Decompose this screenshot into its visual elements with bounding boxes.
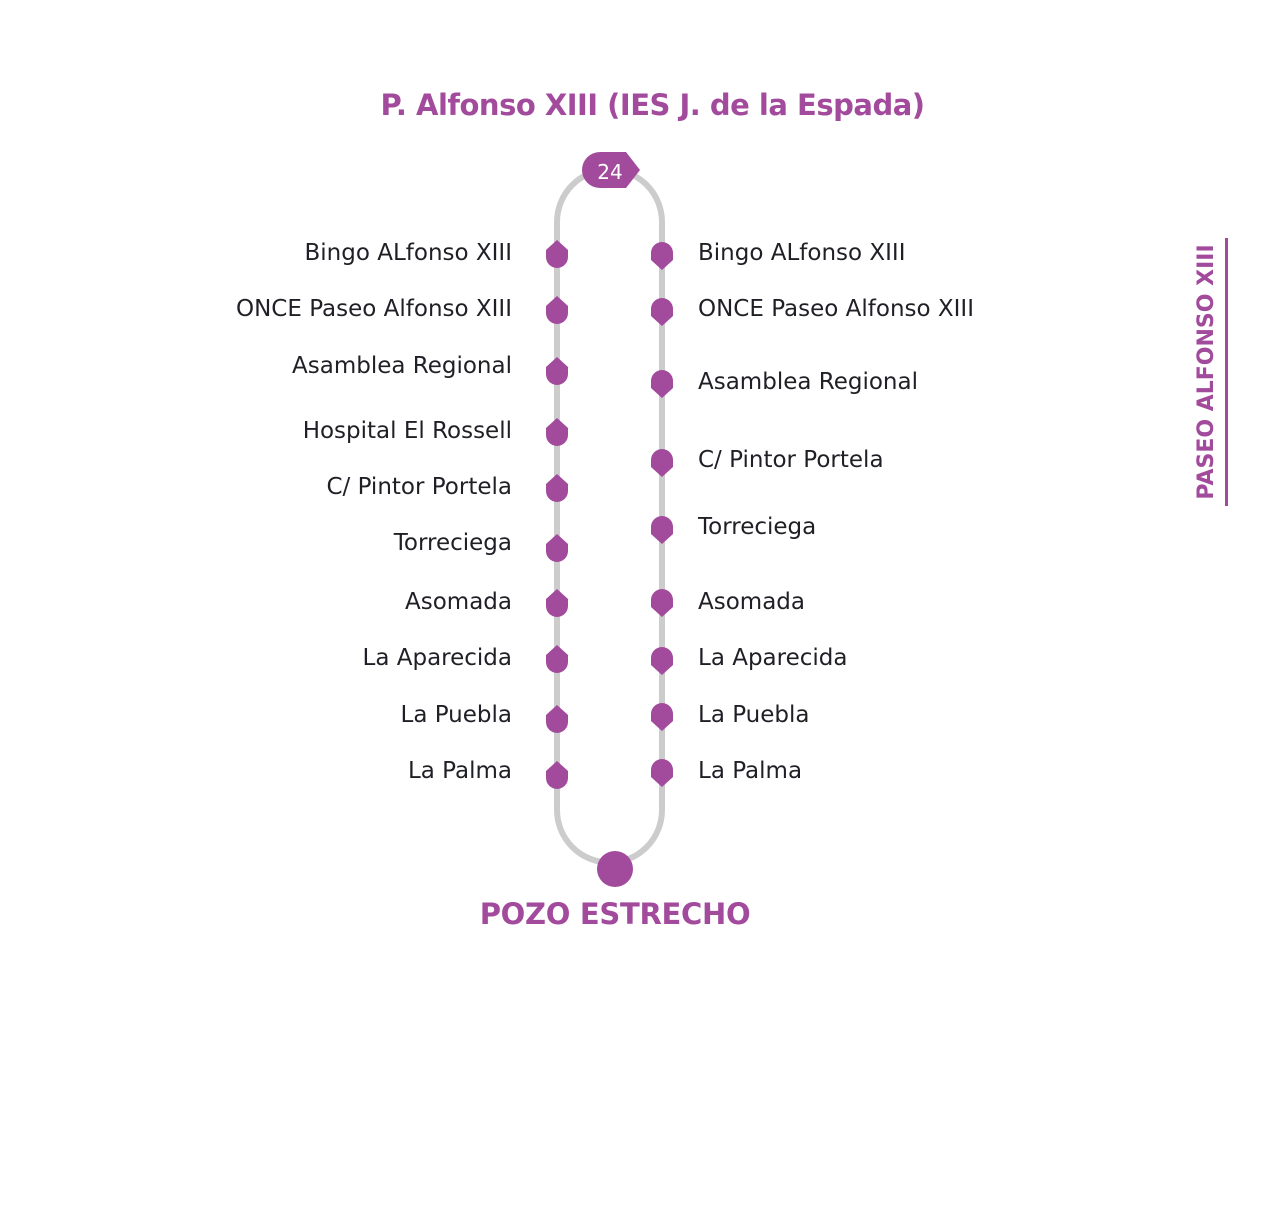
return-stop-label: ONCE Paseo Alfonso XIII (698, 296, 974, 322)
return-stop-label: Asomada (698, 589, 805, 615)
return-stop-label: Asamblea Regional (698, 369, 918, 395)
street-side-label: PASEO ALFONSO XIII (1194, 244, 1219, 500)
line-badge-icon: 24 (582, 152, 640, 188)
outbound-stop-label: Hospital El Rossell (302, 418, 512, 444)
outbound-stop-label: Bingo ALfonso XIII (304, 240, 513, 266)
stop-marker-icon (651, 703, 673, 731)
terminus-dot-icon (597, 851, 633, 887)
stop-marker-icon (651, 298, 673, 326)
stop-marker-icon (651, 516, 673, 544)
outbound-stop-label: Asomada (405, 589, 512, 615)
return-stop-label: Torreciega (698, 514, 817, 540)
stop-marker-icon (651, 647, 673, 675)
outbound-stop-markers (546, 240, 568, 789)
stop-marker-icon (546, 534, 568, 562)
terminus-title: POZO ESTRECHO (479, 897, 751, 931)
stop-marker-icon (651, 589, 673, 617)
return-stop-label: C/ Pintor Portela (698, 447, 884, 473)
return-stop-label: La Puebla (698, 702, 810, 728)
stop-marker-icon (651, 759, 673, 787)
stop-marker-icon (651, 370, 673, 398)
stop-marker-icon (651, 242, 673, 270)
return-stop-label: La Aparecida (698, 645, 848, 671)
stop-marker-icon (546, 645, 568, 673)
stop-marker-icon (546, 474, 568, 502)
return-stop-label: La Palma (698, 758, 803, 784)
return-stop-label: Bingo ALfonso XIII (698, 240, 906, 266)
stop-marker-icon (546, 418, 568, 446)
outbound-stop-label: La Puebla (400, 702, 513, 728)
return-stop-markers (651, 242, 673, 787)
outbound-stop-label: La Palma (407, 758, 512, 784)
outbound-stop-label: Asamblea Regional (292, 353, 512, 379)
outbound-stop-label: C/ Pintor Portela (326, 474, 512, 500)
line-number: 24 (597, 160, 622, 184)
stop-marker-icon (546, 240, 568, 268)
side-rule (1225, 238, 1228, 506)
origin-title: P. Alfonso XIII (IES J. de la Espada) (380, 88, 925, 122)
stop-marker-icon (546, 357, 568, 385)
stop-marker-icon (546, 705, 568, 733)
stop-marker-icon (546, 589, 568, 617)
outbound-stop-label: La Aparecida (362, 645, 512, 671)
stop-marker-icon (546, 761, 568, 789)
outbound-stop-label: ONCE Paseo Alfonso XIII (236, 296, 512, 322)
route-track (554, 166, 665, 866)
stop-marker-icon (651, 449, 673, 477)
stop-marker-icon (546, 296, 568, 324)
outbound-stop-label: Torreciega (393, 530, 512, 556)
